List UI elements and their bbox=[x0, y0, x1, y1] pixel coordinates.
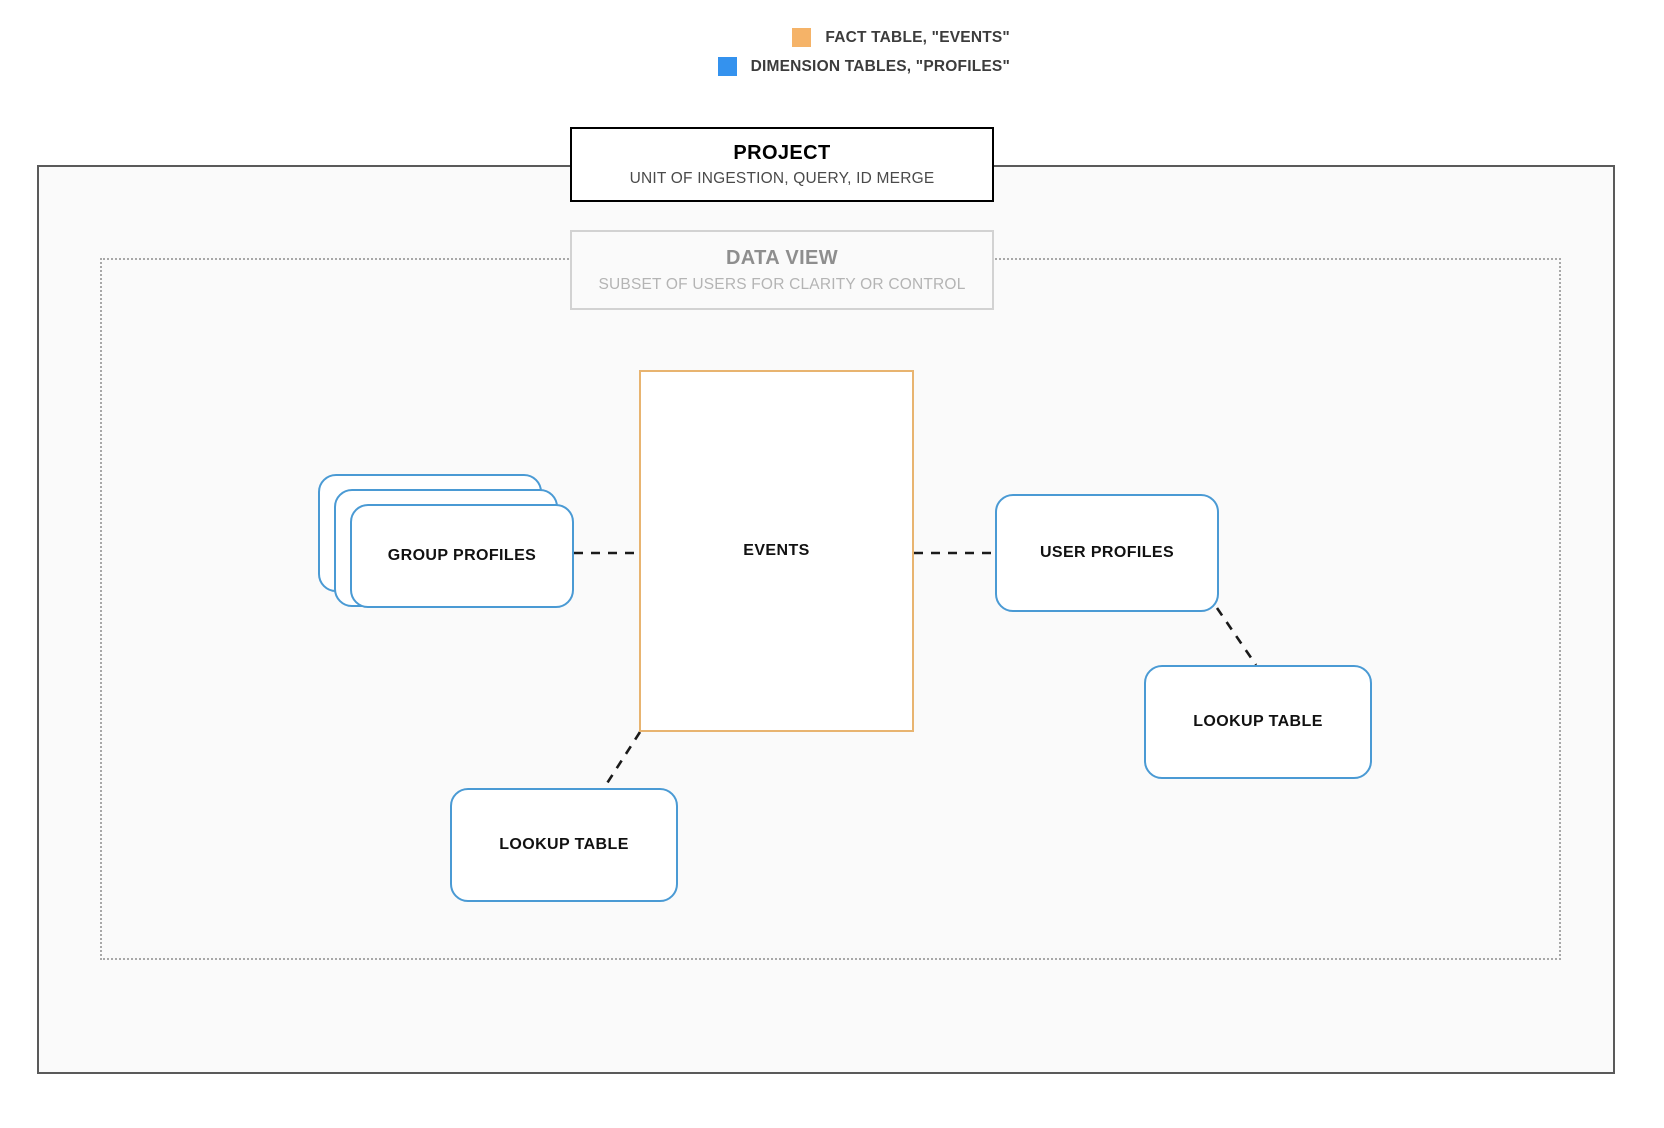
legend-label-fact-table: FACT TABLE, "EVENTS" bbox=[825, 28, 1010, 46]
group-profiles-card-front[interactable]: GROUP PROFILES bbox=[350, 504, 574, 608]
node-lookup-table-left-label: LOOKUP TABLE bbox=[499, 836, 629, 853]
node-group-profiles-label: GROUP PROFILES bbox=[387, 547, 537, 564]
node-user-profiles[interactable]: USER PROFILES bbox=[995, 494, 1219, 612]
data-view-header-box: DATA VIEW SUBSET OF USERS FOR CLARITY OR… bbox=[570, 230, 994, 310]
node-lookup-table-left[interactable]: LOOKUP TABLE bbox=[450, 788, 678, 902]
legend-label-dimension-tables: DIMENSION TABLES, "PROFILES" bbox=[750, 57, 1010, 75]
dimension-tables-swatch bbox=[717, 57, 737, 76]
project-subtitle: UNIT OF INGESTION, QUERY, ID MERGE bbox=[629, 169, 935, 187]
node-lookup-table-right[interactable]: LOOKUP TABLE bbox=[1144, 665, 1372, 779]
legend: FACT TABLE, "EVENTS" DIMENSION TABLES, "… bbox=[0, 28, 1010, 76]
node-lookup-table-right-label: LOOKUP TABLE bbox=[1193, 713, 1323, 730]
project-header-box: PROJECT UNIT OF INGESTION, QUERY, ID MER… bbox=[570, 127, 994, 202]
data-view-subtitle: SUBSET OF USERS FOR CLARITY OR CONTROL bbox=[598, 275, 966, 293]
project-title: PROJECT bbox=[733, 141, 831, 164]
node-user-profiles-label: USER PROFILES bbox=[1039, 544, 1175, 561]
fact-table-swatch bbox=[792, 28, 812, 47]
node-events-label: EVENTS bbox=[743, 542, 810, 559]
legend-item-dimension-tables: DIMENSION TABLES, "PROFILES" bbox=[717, 57, 1010, 76]
data-view-title: DATA VIEW bbox=[725, 246, 839, 269]
node-group-profiles[interactable]: GROUP PROFILES bbox=[318, 474, 574, 608]
legend-item-fact-table: FACT TABLE, "EVENTS" bbox=[792, 28, 1010, 47]
node-events[interactable]: EVENTS bbox=[639, 370, 914, 732]
